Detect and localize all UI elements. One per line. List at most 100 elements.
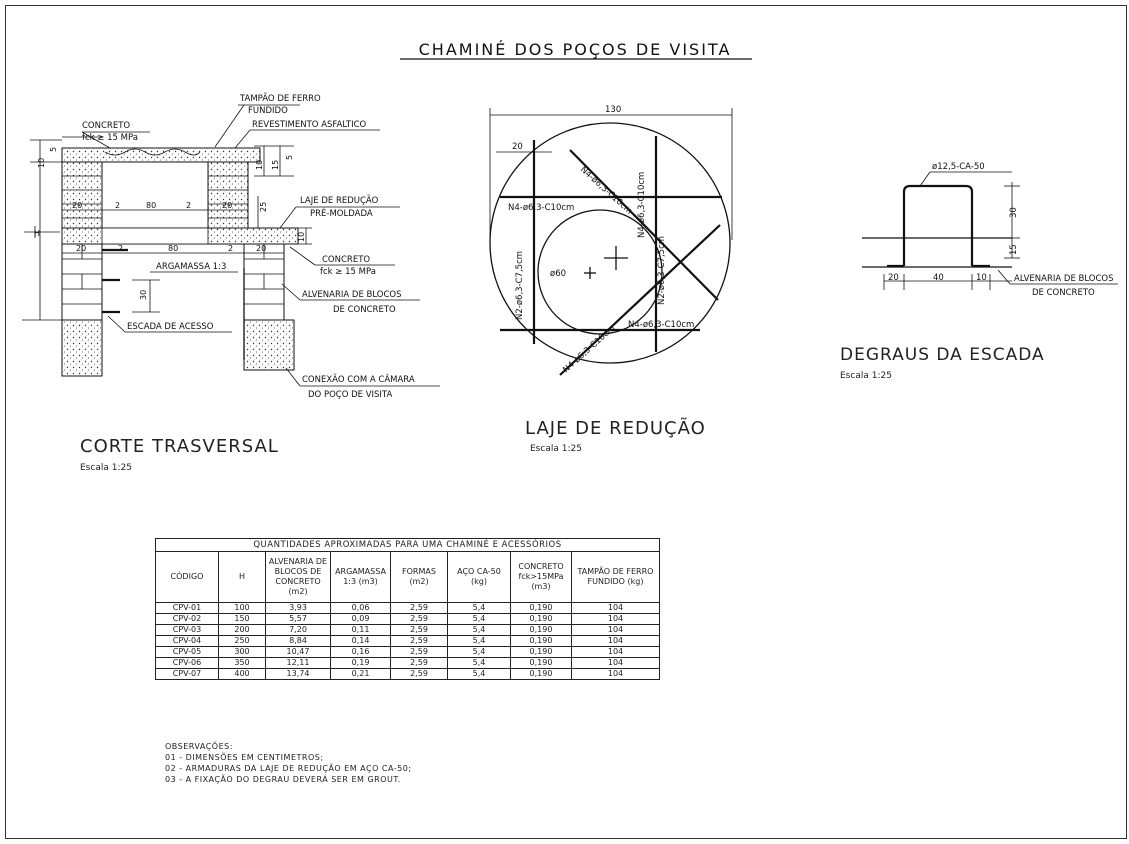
table-cell: 0,190 (510, 613, 572, 625)
table-cell: 5,4 (447, 668, 511, 680)
quantities-table: QUANTIDADES APROXIMADAS PARA UMA CHAMINÉ… (155, 538, 660, 680)
dim-15: 15 (271, 160, 280, 170)
top-slab (61, 147, 261, 163)
notes-block: OBSERVAÇÕES: 01 - DIMENSÕES EM CENTIMETR… (165, 741, 412, 785)
table-cell: 104 (571, 624, 660, 636)
table-cell: 7,20 (265, 624, 331, 636)
label-laje-reducao: LAJE DE REDUÇÃO (300, 195, 379, 206)
table-cell: 104 (571, 657, 660, 669)
degraus-scale: Escala 1:25 (840, 371, 892, 381)
header-concreto: CONCRETO fck>15MPa (m3) (510, 551, 572, 603)
table-cell: 0,09 (330, 613, 391, 625)
table-cell: 200 (218, 624, 266, 636)
notes-heading: OBSERVAÇÕES: (165, 742, 233, 751)
header-tampao: TAMPÃO DE FERRO FUNDIDO (kg) (571, 551, 660, 603)
label-n4-top: N4-ø6,3-C10cm (508, 203, 574, 213)
table-cell: 2,59 (390, 624, 448, 636)
header-alvenaria: ALVENARIA DE BLOCOS DE CONCRETO (m2) (265, 551, 331, 603)
table-cell: 0,190 (510, 657, 572, 669)
label-fck-mid: fck ≥ 15 MPa (320, 267, 376, 277)
table-cell: 350 (218, 657, 266, 669)
label-de-concreto: DE CONCRETO (333, 305, 396, 315)
table-header-row: CÓDIGO H ALVENARIA DE BLOCOS DE CONCRETO… (155, 551, 660, 603)
label-de-concreto: DE CONCRETO (1032, 288, 1095, 298)
table-cell: 12,11 (265, 657, 331, 669)
table-cell: 0,190 (510, 668, 572, 680)
upper-left-wall (61, 161, 103, 233)
step-bar (902, 184, 974, 266)
table-cell: 0,190 (510, 646, 572, 658)
table-cell: 104 (571, 635, 660, 647)
base-left (61, 319, 103, 377)
label-phi60: ø60 (550, 269, 566, 279)
table-cell: 0,16 (330, 646, 391, 658)
dim-2a: 2 (115, 201, 120, 210)
degraus-title: DEGRAUS DA ESCADA (840, 345, 1045, 365)
dim-130: 130 (605, 105, 621, 115)
label-concreto-top: CONCRETO (82, 121, 130, 131)
label-alvenaria: ALVENARIA DE BLOCOS (302, 290, 402, 300)
laje-title: LAJE DE REDUÇÃO (525, 418, 706, 439)
label-n4-diag: N4-ø6,3-C10cm (578, 165, 634, 217)
dim-2c: 2 (118, 244, 123, 253)
dim-20: 20 (512, 142, 523, 152)
label-argamassa: ARGAMASSA 1:3 (156, 262, 226, 272)
dim-30: 30 (1009, 207, 1019, 218)
label-n4-bdiag: N4-ø6,3-C10cm (561, 323, 617, 375)
table-cell: CPV-01 (155, 602, 219, 614)
dim-20b: 20 (222, 201, 232, 210)
table-cell: CPV-07 (155, 668, 219, 680)
label-bar: ø12,5-CA-50 (932, 162, 985, 172)
label-fck-top: fck ≥ 15 MPa (82, 133, 138, 143)
dim-25: 25 (259, 202, 268, 212)
dim-5: 5 (285, 155, 294, 160)
label-do-poco: DO POÇO DE VISITA (308, 390, 392, 400)
table-cell: 2,59 (390, 668, 448, 680)
table-cell: CPV-06 (155, 657, 219, 669)
slab-outer-circle (489, 122, 731, 364)
laje-scale: Escala 1:25 (530, 444, 582, 454)
table-cell: 5,4 (447, 602, 511, 614)
table-cell: 104 (571, 646, 660, 658)
table-cell: 5,4 (447, 624, 511, 636)
table-cell: 5,4 (447, 657, 511, 669)
dim-H: H (34, 229, 40, 238)
table-cell: 8,84 (265, 635, 331, 647)
header-argamassa: ARGAMASSA 1:3 (m3) (330, 551, 391, 603)
label-revestimento: REVESTIMENTO ASFALTICO (252, 120, 367, 130)
table-cell: 0,11 (330, 624, 391, 636)
note-item: 01 - DIMENSÕES EM CENTIMETROS; (165, 753, 324, 762)
table-cell: 400 (218, 668, 266, 680)
dim-20c: 20 (76, 244, 86, 253)
dim-2d: 2 (228, 244, 233, 253)
dim-20: 20 (888, 273, 899, 283)
table-cell: 104 (571, 668, 660, 680)
upper-right-wall (207, 161, 249, 233)
note-item: 03 - A FIXAÇÃO DO DEGRAU DEVERÁ SER EM G… (165, 775, 401, 784)
table-cell: 0,06 (330, 602, 391, 614)
table-cell: 104 (571, 613, 660, 625)
table-cell: CPV-05 (155, 646, 219, 658)
dim-80a: 80 (146, 201, 156, 210)
table-cell: 0,190 (510, 624, 572, 636)
laje-reducao-drawing: 130 20 ø60 N4-ø6,3-C10cm N4-ø6,3-C10cm N… (489, 105, 733, 376)
dim-20d: 20 (256, 244, 266, 253)
corte-trasversal-drawing: TAMPÃO DE FERRO FUNDIDO REVESTIMENTO ASF… (22, 93, 440, 400)
dim-10b: 10 (297, 232, 306, 242)
corte-title: CORTE TRASVERSAL (80, 436, 279, 457)
dim-10a: 10 (255, 160, 264, 170)
dim-40: 40 (933, 273, 944, 283)
label-fundido: FUNDIDO (248, 106, 288, 116)
table-cell: 2,59 (390, 646, 448, 658)
table-cell: 10,47 (265, 646, 331, 658)
table-cell: CPV-02 (155, 613, 219, 625)
dim-5-left: 5 (49, 147, 58, 152)
